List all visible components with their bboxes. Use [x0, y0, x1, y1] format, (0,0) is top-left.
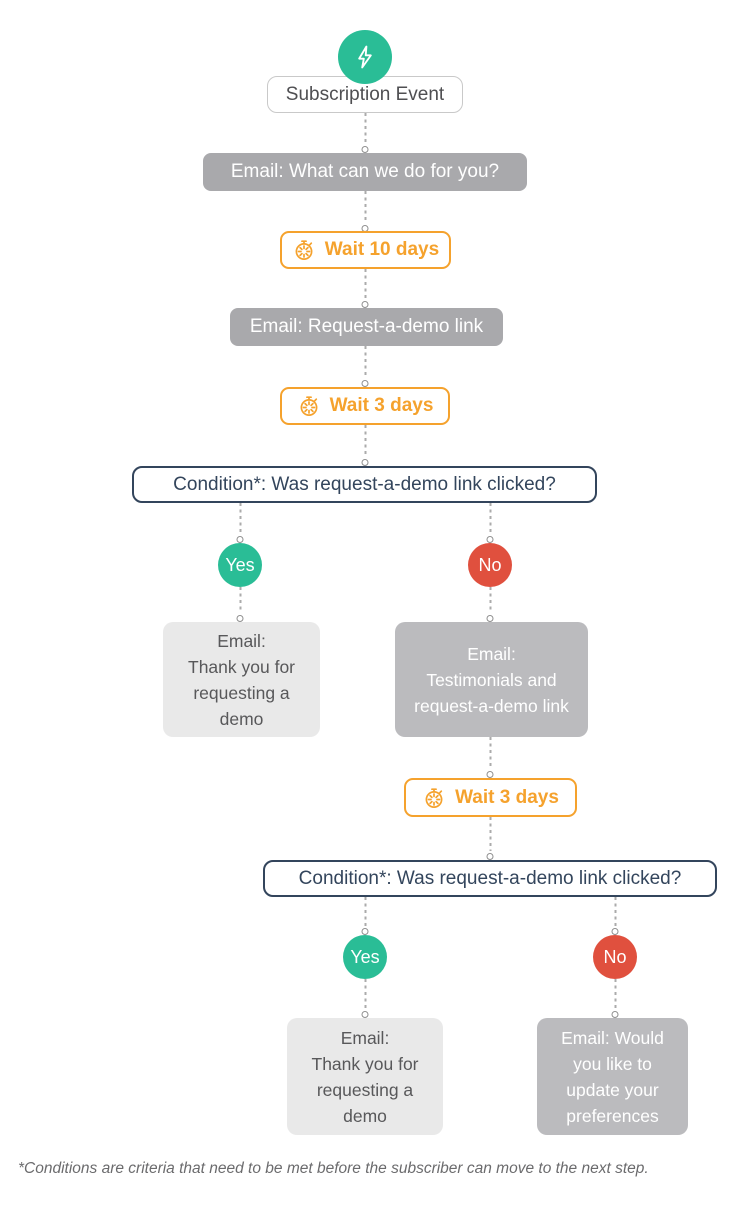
- wait-node-label: Wait 10 days: [324, 239, 440, 260]
- connector-line: [361, 346, 370, 387]
- connector-line: [486, 737, 495, 778]
- branch-no-first: No: [468, 543, 512, 587]
- email-node-thank-you-first: Email: Thank you for requesting a demo: [163, 622, 320, 737]
- email-node-label: Email: Thank you for requesting a demo: [188, 630, 295, 729]
- branch-label: Yes: [350, 946, 380, 967]
- stopwatch-icon: [295, 240, 313, 260]
- email-node-preferences: Email: Would you like to update your pre…: [537, 1018, 688, 1135]
- connector-line: [361, 191, 370, 232]
- condition-node-label: Condition*: Was request-a-demo link clic…: [298, 867, 682, 889]
- email-node-thank-you-second: Email: Thank you for requesting a demo: [287, 1018, 443, 1135]
- connector-line: [611, 897, 620, 935]
- connector-line: [361, 425, 370, 466]
- connector-line: [361, 979, 370, 1018]
- trigger-label: Subscription Event: [285, 83, 445, 105]
- email-node-label: Email: Thank you for requesting a demo: [311, 1027, 419, 1126]
- connector-line: [236, 503, 245, 543]
- condition-node-first: Condition*: Was request-a-demo link clic…: [132, 466, 597, 503]
- email-node-intro: Email: What can we do for you?: [203, 153, 527, 191]
- wait-node-label: Wait 3 days: [329, 395, 434, 416]
- condition-node-second: Condition*: Was request-a-demo link clic…: [263, 860, 717, 897]
- wait-node-3-days-second: Wait 3 days: [404, 778, 577, 817]
- stopwatch-icon: [425, 787, 443, 808]
- condition-node-label: Condition*: Was request-a-demo link clic…: [173, 473, 556, 495]
- branch-label: No: [603, 946, 627, 967]
- stopwatch-icon: [300, 396, 318, 416]
- wait-node-10-days: Wait 10 days: [280, 231, 451, 269]
- lightning-bolt-icon: [358, 45, 372, 69]
- connector-line: [486, 503, 495, 543]
- branch-no-second: No: [593, 935, 637, 979]
- trigger-badge: [338, 30, 392, 84]
- wait-node-3-days-first: Wait 3 days: [280, 387, 450, 425]
- branch-yes-second: Yes: [343, 935, 387, 979]
- connector-line: [361, 897, 370, 935]
- branch-label: No: [478, 554, 502, 575]
- branch-label: Yes: [225, 554, 255, 575]
- conditions-footnote: *Conditions are criteria that need to be…: [18, 1160, 649, 1177]
- email-node-label: Email: Request-a-demo link: [249, 316, 484, 337]
- email-node-demo-link: Email: Request-a-demo link: [230, 308, 503, 346]
- email-node-label: Email: Testimonials and request-a-demo l…: [414, 643, 569, 716]
- wait-node-label: Wait 3 days: [455, 786, 559, 808]
- connector-line: [486, 587, 495, 622]
- connector-line: [361, 269, 370, 308]
- email-node-label: Email: What can we do for you?: [230, 161, 500, 182]
- connector-line: [611, 979, 620, 1018]
- email-node-label: Email: Would you like to update your pre…: [561, 1027, 664, 1126]
- branch-yes-first: Yes: [218, 543, 262, 587]
- connector-line: [236, 587, 245, 622]
- email-node-testimonials: Email: Testimonials and request-a-demo l…: [395, 622, 588, 737]
- connector-line: [361, 113, 370, 153]
- connector-line: [486, 817, 495, 860]
